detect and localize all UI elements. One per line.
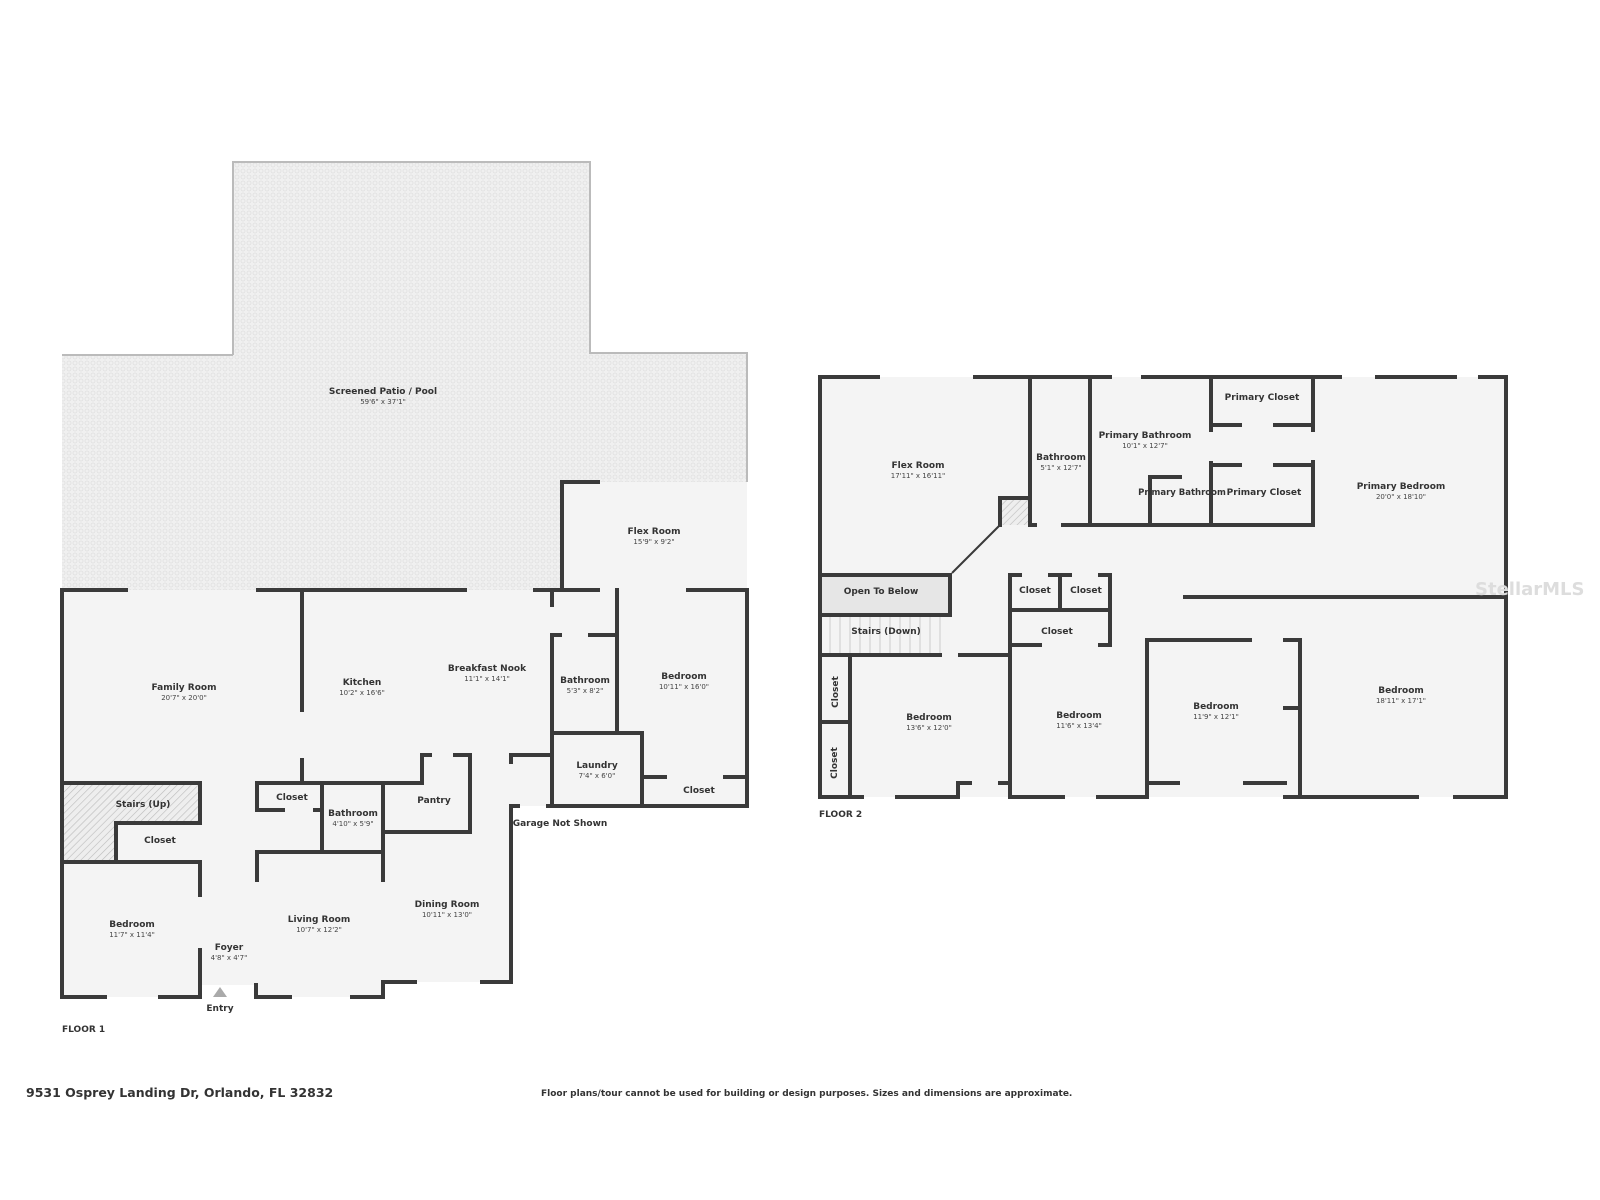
room-label: Kitchen: [343, 678, 382, 688]
room-dims: 18'11" x 17'1": [1376, 697, 1426, 705]
room-label: Primary Bathroom: [1099, 431, 1192, 441]
room-label: Foyer: [215, 943, 244, 953]
room-dims: 11'9" x 12'1": [1193, 713, 1239, 721]
property-address: 9531 Osprey Landing Dr, Orlando, FL 3283…: [26, 1085, 334, 1100]
room-label: Breakfast Nook: [448, 664, 527, 674]
room-label: Closet: [683, 786, 715, 796]
room-label: Closet: [276, 793, 308, 803]
room-dims: 5'3" x 8'2": [567, 687, 604, 695]
garage-note: Garage Not Shown: [513, 819, 608, 829]
room-label: Flex Room: [628, 527, 681, 537]
room-label: Primary Bedroom: [1357, 482, 1446, 492]
room-dims: 4'8" x 4'7": [211, 954, 248, 962]
house-floor-1: [62, 482, 747, 997]
room-dims: 11'1" x 14'1": [464, 675, 510, 683]
room-label: Bedroom: [1378, 686, 1424, 696]
room-label: Stairs (Down): [851, 627, 920, 637]
room-label: Family Room: [152, 683, 217, 693]
stairs-up-hatch: [62, 783, 116, 860]
room-label: Bedroom: [1056, 711, 1102, 721]
room-label: Closet: [830, 746, 840, 778]
room-label: Primary Closet: [1227, 488, 1302, 498]
room-dims: 20'7" x 20'0": [161, 694, 207, 702]
room-label: Open To Below: [844, 587, 919, 597]
walls-floor-2: [818, 375, 1508, 799]
room-label: Bedroom: [109, 920, 155, 930]
room-label: Dining Room: [415, 900, 480, 910]
floor-2-label: FLOOR 2: [819, 810, 862, 820]
room-dims: 11'7" x 11'4": [109, 931, 155, 939]
room-dims: 10'1" x 12'7": [1122, 442, 1168, 450]
room-label: Closet: [144, 836, 176, 846]
entry-label: Entry: [206, 1004, 233, 1014]
room-label: Bedroom: [1193, 702, 1239, 712]
room-label: Bathroom: [560, 676, 610, 686]
room-label: Screened Patio / Pool: [329, 387, 437, 397]
room-label: Pantry: [417, 796, 451, 806]
room-dims: 15'9" x 9'2": [633, 538, 674, 546]
floor-1: Screened Patio / Pool 59'6" x 37'1" Flex…: [60, 161, 749, 1035]
floor-1-label: FLOOR 1: [62, 1025, 105, 1035]
room-label: Closet: [1019, 586, 1051, 596]
room-label: Flex Room: [892, 461, 945, 471]
room-dims: 10'7" x 12'2": [296, 926, 342, 934]
room-dims: 11'6" x 13'4": [1056, 722, 1102, 730]
room-dims: 59'6" x 37'1": [360, 398, 406, 406]
room-label: Closet: [831, 675, 841, 707]
room-dims: 4'10" x 5'9": [332, 820, 373, 828]
room-dims: 17'11" x 16'11": [891, 472, 946, 480]
room-label: Primary Bathroom: [1138, 488, 1226, 498]
room-label: Bedroom: [661, 672, 707, 682]
room-dims: 5'1" x 12'7": [1040, 464, 1081, 472]
watermark-logo: StellarMLS: [1475, 579, 1585, 600]
room-dims: 13'6" x 12'0": [906, 724, 952, 732]
room-dims: 10'2" x 16'6": [339, 689, 385, 697]
room-label: Bedroom: [906, 713, 952, 723]
room-dims: 7'4" x 6'0": [579, 772, 616, 780]
room-label: Laundry: [576, 761, 618, 771]
room-label: Bathroom: [1036, 453, 1086, 463]
room-label: Bathroom: [328, 809, 378, 819]
floor-2: Flex Room 17'11" x 16'11" Bathroom 5'1" …: [818, 375, 1585, 820]
walls-floor-1: [60, 480, 749, 999]
entry-arrow-icon: [213, 987, 227, 997]
room-label: Closet: [1070, 586, 1102, 596]
room-label: Closet: [1041, 627, 1073, 637]
room-dims: 10'11" x 16'0": [659, 683, 709, 691]
room-label: Living Room: [288, 915, 350, 925]
room-dims: 10'11" x 13'0": [422, 911, 472, 919]
room-dims: 20'0" x 18'10": [1376, 493, 1426, 501]
room-label: Stairs (Up): [116, 800, 171, 810]
room-label: Primary Closet: [1225, 393, 1300, 403]
disclaimer: Floor plans/tour cannot be used for buil…: [541, 1089, 1073, 1099]
